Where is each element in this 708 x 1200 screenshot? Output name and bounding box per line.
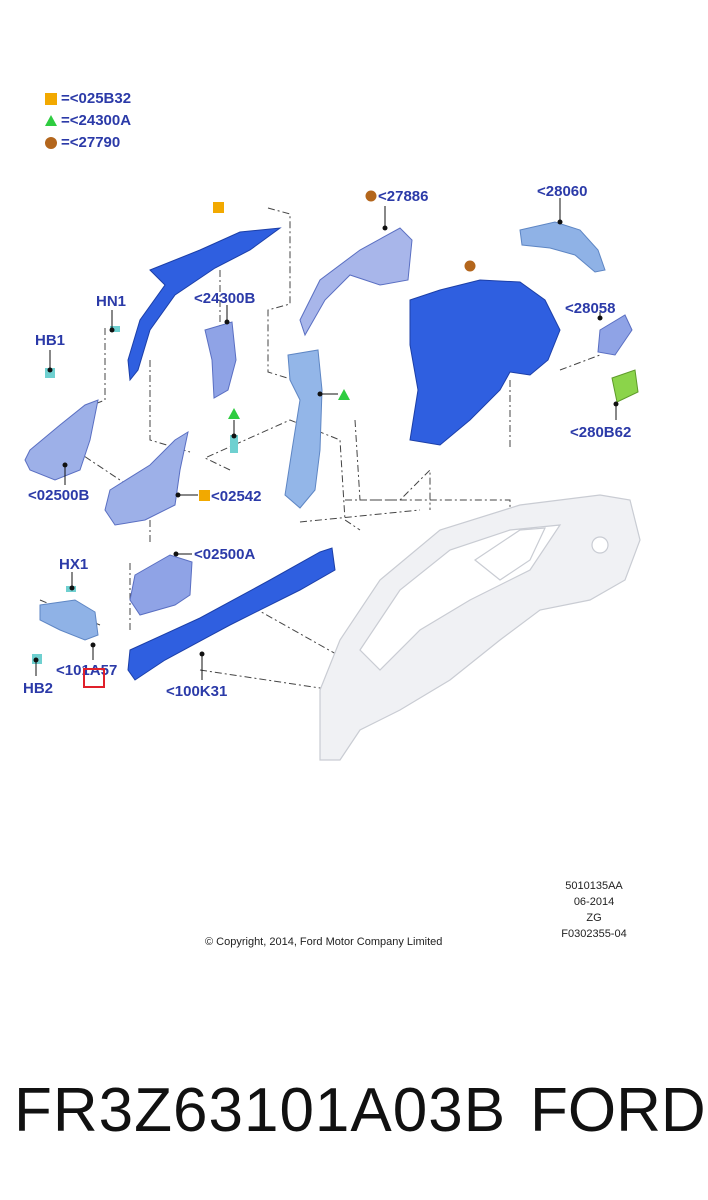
square-legend-icon [45, 92, 57, 105]
triangle-legend-icon [45, 115, 57, 126]
legend-text: =<27790 [61, 134, 121, 151]
callout-02500b: <02500B [28, 487, 90, 504]
triangle-marker-icon [228, 408, 240, 419]
exploded-parts-diagram: =<025B32 =<24300A =<27790 <27886 <28060 … [23, 90, 648, 948]
callout-100k31: <100K31 [166, 683, 228, 700]
triangle-marker-icon [338, 389, 350, 400]
callout-28060: <28060 [537, 183, 588, 200]
meta-line: 5010135AA [565, 880, 623, 892]
car-body-outline [319, 494, 641, 761]
callout-24300b: <24300B [194, 290, 256, 307]
callout-hx1: HX1 [59, 556, 89, 573]
circle-marker-icon [464, 260, 476, 272]
callout-27886: <27886 [378, 188, 429, 205]
meta-line: 06-2014 [573, 896, 615, 908]
square-marker-icon [199, 490, 210, 501]
circle-legend-icon [45, 136, 57, 149]
callout-hb2: HB2 [23, 680, 54, 697]
part-101a57-bracket [39, 599, 99, 641]
callout-280b62: <280B62 [570, 424, 632, 441]
callout-hb1: HB1 [35, 332, 66, 349]
legend-text: =<025B32 [61, 90, 132, 107]
part-280b62-pad [611, 369, 639, 403]
part-b-pillar [284, 349, 323, 509]
fastener-hn1 [110, 326, 120, 332]
part-28060-bracket [519, 221, 606, 273]
callout-hn1: HN1 [96, 293, 127, 310]
part-100k31-rocker [127, 547, 336, 681]
square-marker-icon [213, 202, 224, 213]
legend-row-triangle: =<24300A [45, 112, 131, 129]
meta-block: 5010135AA 06-2014 ZG F0302355-04 [540, 878, 648, 942]
part-02500b-bracket [24, 399, 99, 481]
callout-101a57: <101A57 [56, 662, 118, 679]
part-a-pillar-upper [127, 227, 282, 382]
part-quarter-inner [409, 279, 561, 446]
part-02542-bracket [104, 430, 189, 526]
part-number: FR3Z63101A03B [14, 1076, 507, 1145]
meta-line: ZG [586, 912, 602, 924]
fastener-24300a [230, 435, 238, 453]
circle-marker-icon [365, 190, 377, 202]
part-27886-wheelhouse [299, 227, 413, 337]
meta-line: F0302355-04 [561, 928, 627, 940]
callout-28058: <28058 [565, 300, 616, 317]
part-02500a-bracket [129, 554, 193, 616]
legend-row-square: =<025B32 [45, 90, 131, 107]
part-28058-bracket [597, 314, 633, 356]
diagram-artwork [24, 190, 641, 761]
legend-text: =<24300A [61, 112, 132, 129]
legend-row-circle: =<27790 [45, 134, 120, 151]
callout-02542: <02542 [211, 488, 262, 505]
copyright-text: © Copyright, 2014, Ford Motor Company Li… [205, 936, 443, 948]
part-24300b-bracket [204, 321, 237, 399]
fastener-hb1 [45, 368, 55, 378]
leader-ticks [35, 198, 617, 680]
highlight-box [83, 668, 105, 688]
brand-name: FORD [530, 1076, 706, 1145]
callout-02500a: <02500A [194, 546, 256, 563]
